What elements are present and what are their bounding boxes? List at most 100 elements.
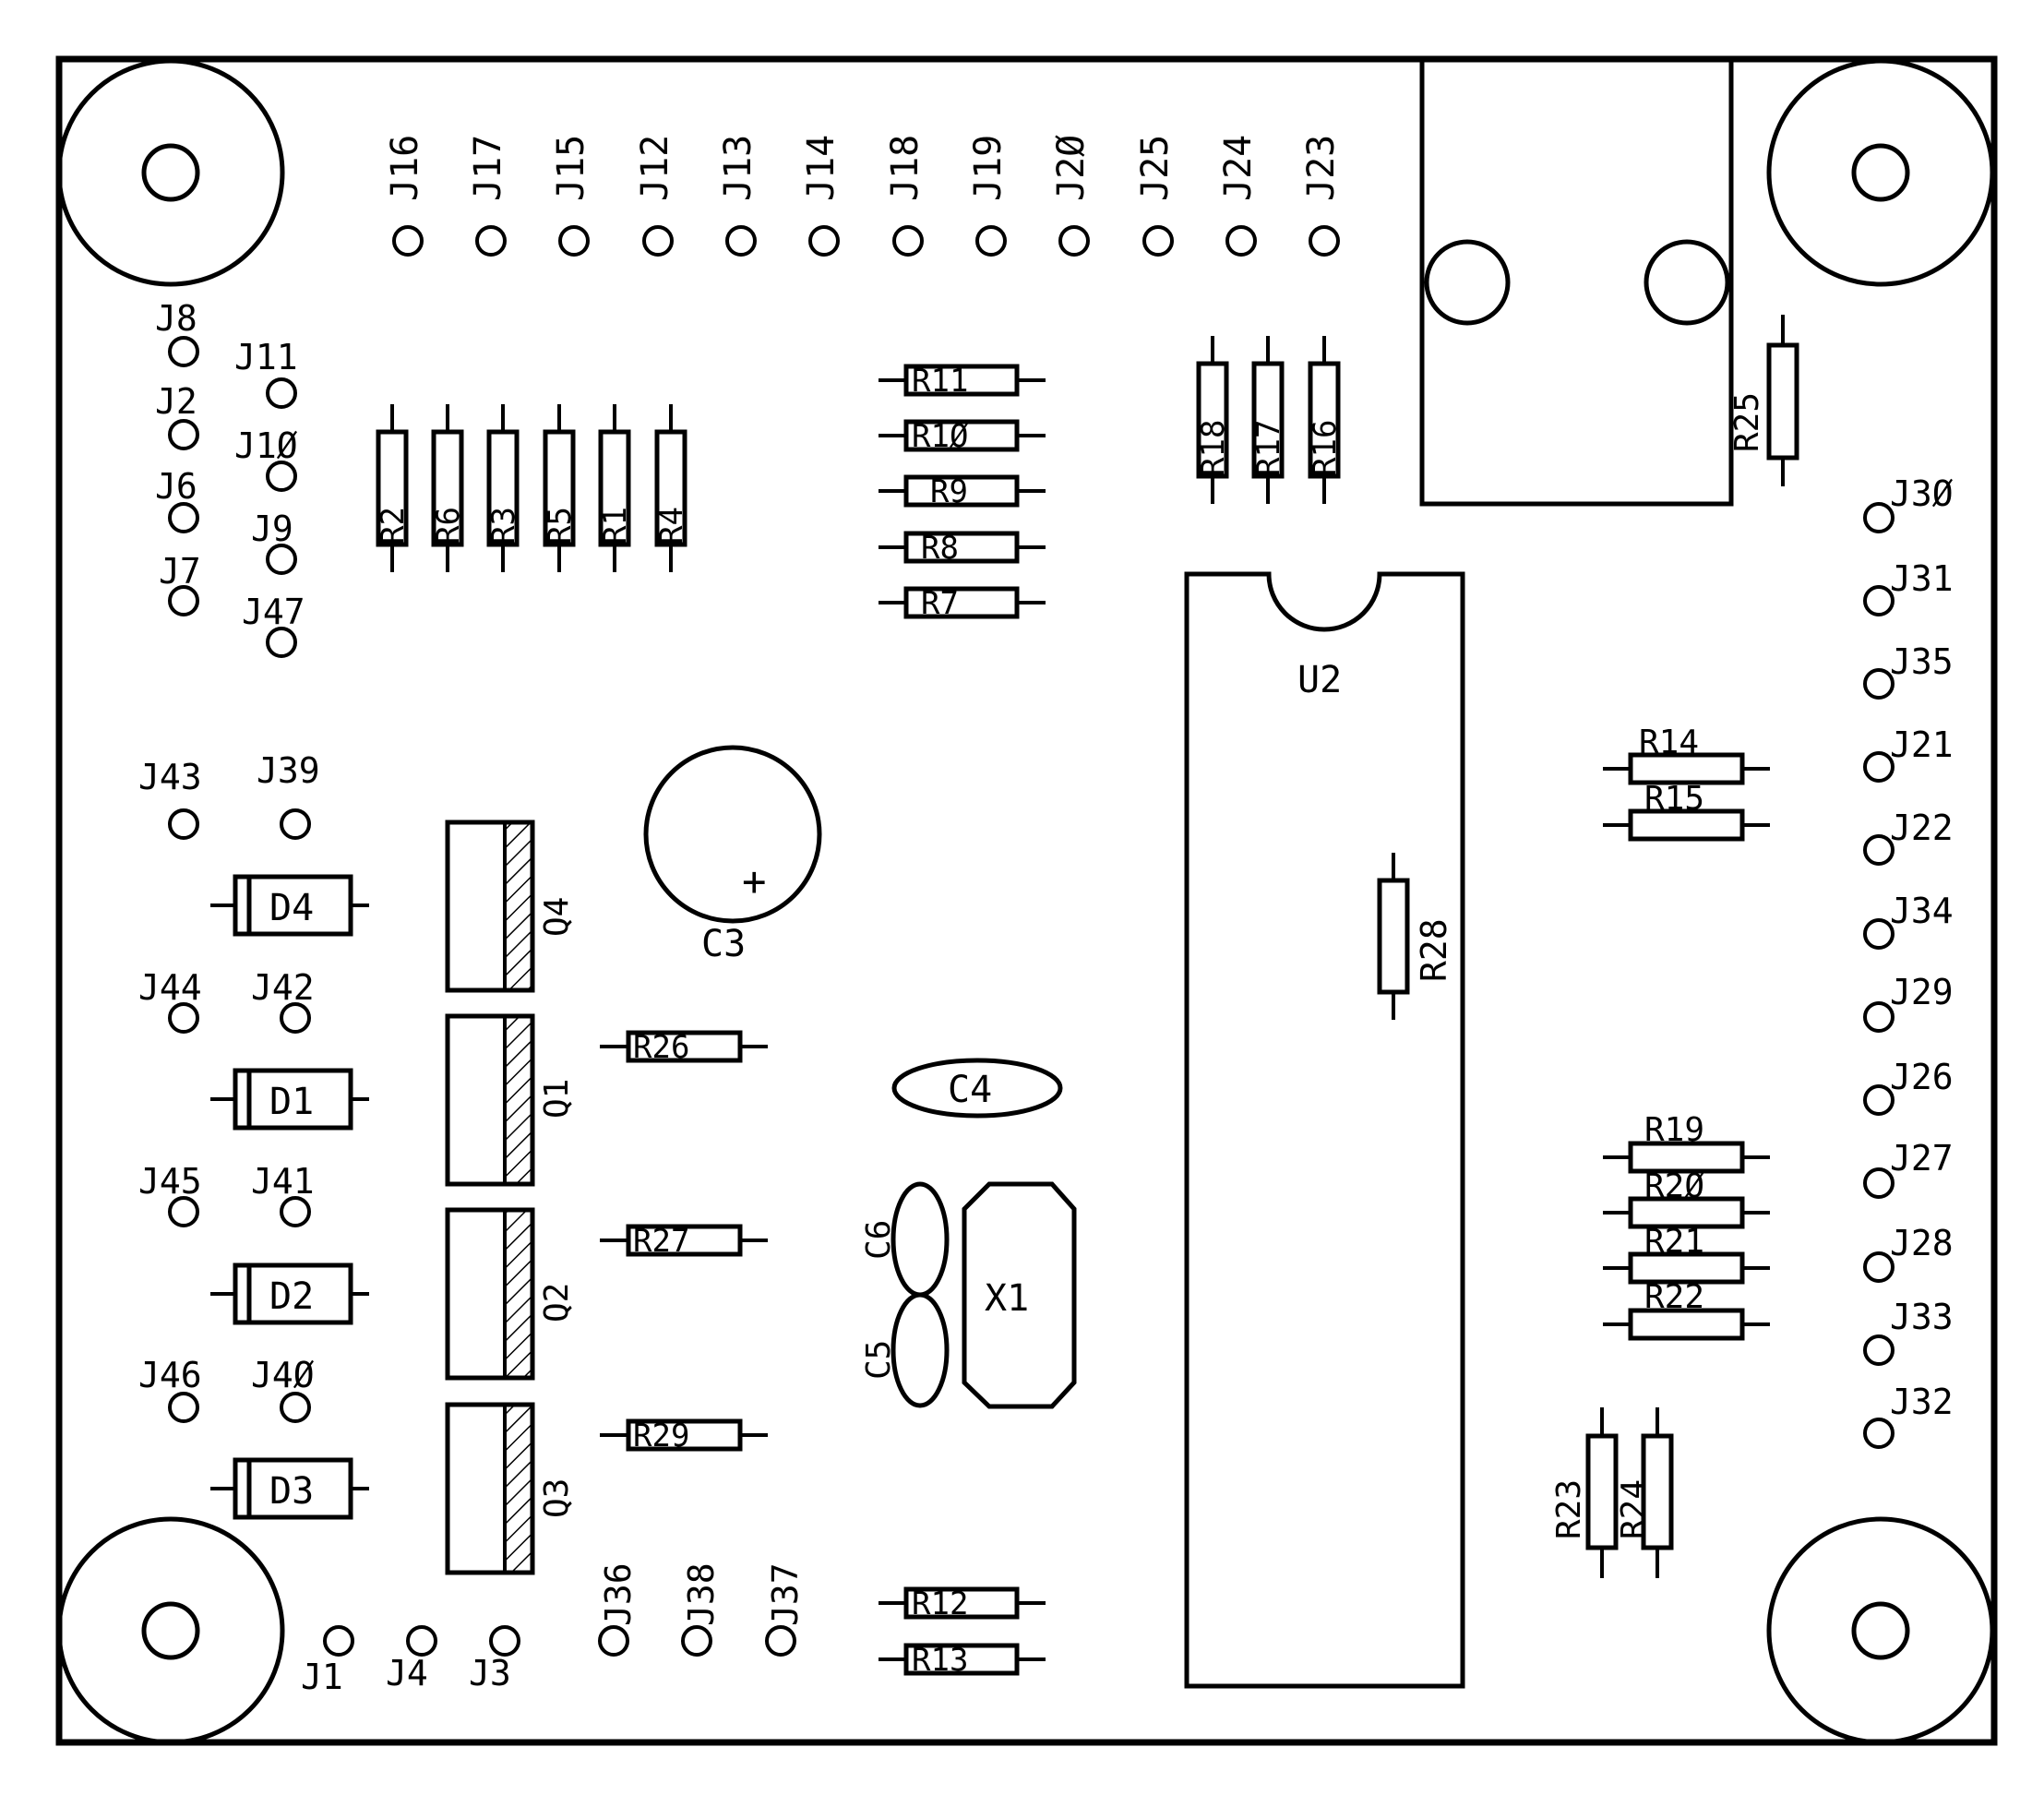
resistor-r13: R13 [879,1642,1046,1679]
transistor-q2: Q2 [445,1207,576,1381]
header-pad-j14: J14 [800,135,843,257]
left-upper-pads: J8 J11 J2 J1Ø J6 J9 J7 J47 [155,298,305,658]
pad-label-j35: J35 [1890,641,1954,682]
header-label-j15: J15 [550,135,592,201]
pad-label-j40: J4Ø [251,1355,315,1395]
resistor-label-r17: R17 [1250,420,1287,476]
transistor-label-q4: Q4 [538,897,576,937]
resistor-r19: R19 [1603,1111,1770,1174]
pad-label-j36: J36 [598,1562,639,1626]
header-label-j12: J12 [634,135,676,201]
capacitor-c6: C6 [860,1181,950,1298]
pad-label-j30: J3Ø [1890,473,1954,514]
resistor-label-r1: R1 [597,507,634,544]
pad-label-j1: J1 [301,1657,343,1697]
pad-label-j7: J7 [159,551,201,592]
mounting-hole-bottom-left [56,1516,285,1745]
diode-label-d3: D3 [269,1470,314,1513]
pad-label-j42: J42 [251,967,315,1008]
header-label-j20: J2Ø [1050,135,1093,201]
resistor-group-r23-r24: R23 R24 [1550,1407,1674,1578]
ic-label-u2: U2 [1297,659,1342,701]
header-pad-j23: J23 [1300,135,1343,257]
transistor-label-q3: Q3 [538,1478,576,1518]
transistor-q4: Q4 [445,820,576,993]
resistor-stack-center: R11 R1Ø R9 R8 R7 [879,363,1046,622]
pad-label-j37: J37 [765,1562,806,1626]
resistor-r14: R14 [1603,724,1770,785]
transistor-q1: Q1 [445,1013,576,1187]
resistor-r5: R5 [542,404,579,572]
resistor-label-r23: R23 [1550,1479,1588,1539]
header-pad-j12: J12 [634,135,676,257]
resistor-label-r29: R29 [633,1418,689,1454]
resistor-label-r9: R9 [930,473,968,510]
capacitor-c5: C5 [860,1292,950,1408]
transistor-q3: Q3 [445,1402,576,1575]
capacitor-label-c6: C6 [860,1220,898,1260]
pad-label-j11: J11 [234,337,298,377]
resistor-label-r28: R28 [1414,918,1454,982]
resistor-group-q: R26 R27 R29 [600,1029,768,1454]
pad-label-j46: J46 [138,1355,202,1395]
resistor-r11: R11 [879,363,1046,400]
capacitor-label-c3: C3 [701,923,746,965]
mounting-hole-top-left [56,58,285,287]
resistor-label-r20: R2Ø [1644,1167,1704,1205]
resistor-label-r21: R21 [1644,1223,1704,1261]
pad-label-j26: J26 [1890,1057,1954,1097]
resistor-r21: R21 [1603,1223,1770,1285]
bottom-vertical-pads: J36 J38 J37 [598,1562,806,1657]
resistor-r10: R1Ø [879,418,1046,455]
pad-label-j41: J41 [251,1161,315,1202]
header-label-j18: J18 [884,135,926,201]
resistor-r16: R16 [1307,336,1344,504]
resistor-r17: R17 [1250,336,1287,504]
header-pad-j24: J24 [1217,135,1260,257]
resistor-r4: R4 [653,404,690,572]
transistor-label-q1: Q1 [538,1079,576,1119]
capacitor-c4: C4 [891,1058,1063,1119]
resistor-r7: R7 [879,585,1046,622]
resistor-label-r15: R15 [1644,780,1704,818]
header-label-j14: J14 [800,135,843,201]
resistor-group-vertical-right: R18 R17 R16 [1195,336,1344,504]
mounting-hole-top-right [1766,58,1995,287]
resistor-label-r11: R11 [912,363,968,400]
bottom-left-pads: J1 J4 J3 [301,1625,520,1697]
diode-d3: D3 [210,1457,369,1520]
resistor-label-r10: R1Ø [912,418,968,455]
pad-label-j44: J44 [138,967,202,1008]
pad-label-j3: J3 [469,1653,511,1693]
resistor-r2: R2 [375,404,412,572]
diode-d1: D1 [210,1068,369,1131]
resistor-r28: R28 [1377,853,1454,1020]
resistor-r29: R29 [600,1418,768,1454]
pad-label-j9: J9 [251,509,293,549]
resistor-label-r24: R24 [1615,1479,1653,1539]
resistor-r23: R23 [1550,1407,1619,1578]
resistor-label-r5: R5 [542,507,579,544]
header-pad-j13: J13 [717,135,759,257]
pad-label-j45: J45 [138,1161,202,1202]
pad-label-j38: J38 [681,1562,722,1626]
capacitor-label-c5: C5 [860,1340,898,1380]
resistor-label-r6: R6 [430,507,467,544]
header-label-j24: J24 [1217,135,1260,201]
resistor-group-vertical-left: R2 R6 R3 R5 R1 R4 [375,404,690,572]
connector-block [1419,56,1734,507]
pad-label-j31: J31 [1890,558,1954,599]
resistor-r15: R15 [1603,780,1770,842]
resistor-r18: R18 [1195,336,1232,504]
resistor-r25: R25 [1728,315,1799,486]
resistor-label-r18: R18 [1195,420,1232,476]
header-label-j19: J19 [967,135,1010,201]
pad-label-j22: J22 [1890,808,1954,848]
resistor-label-r14: R14 [1639,724,1699,761]
crystal-label-x1: X1 [985,1277,1029,1320]
pad-label-j2: J2 [155,381,197,422]
capacitor-c3: + C3 [643,745,822,965]
pad-label-j43: J43 [138,757,202,797]
resistor-r24: R24 [1615,1407,1674,1578]
